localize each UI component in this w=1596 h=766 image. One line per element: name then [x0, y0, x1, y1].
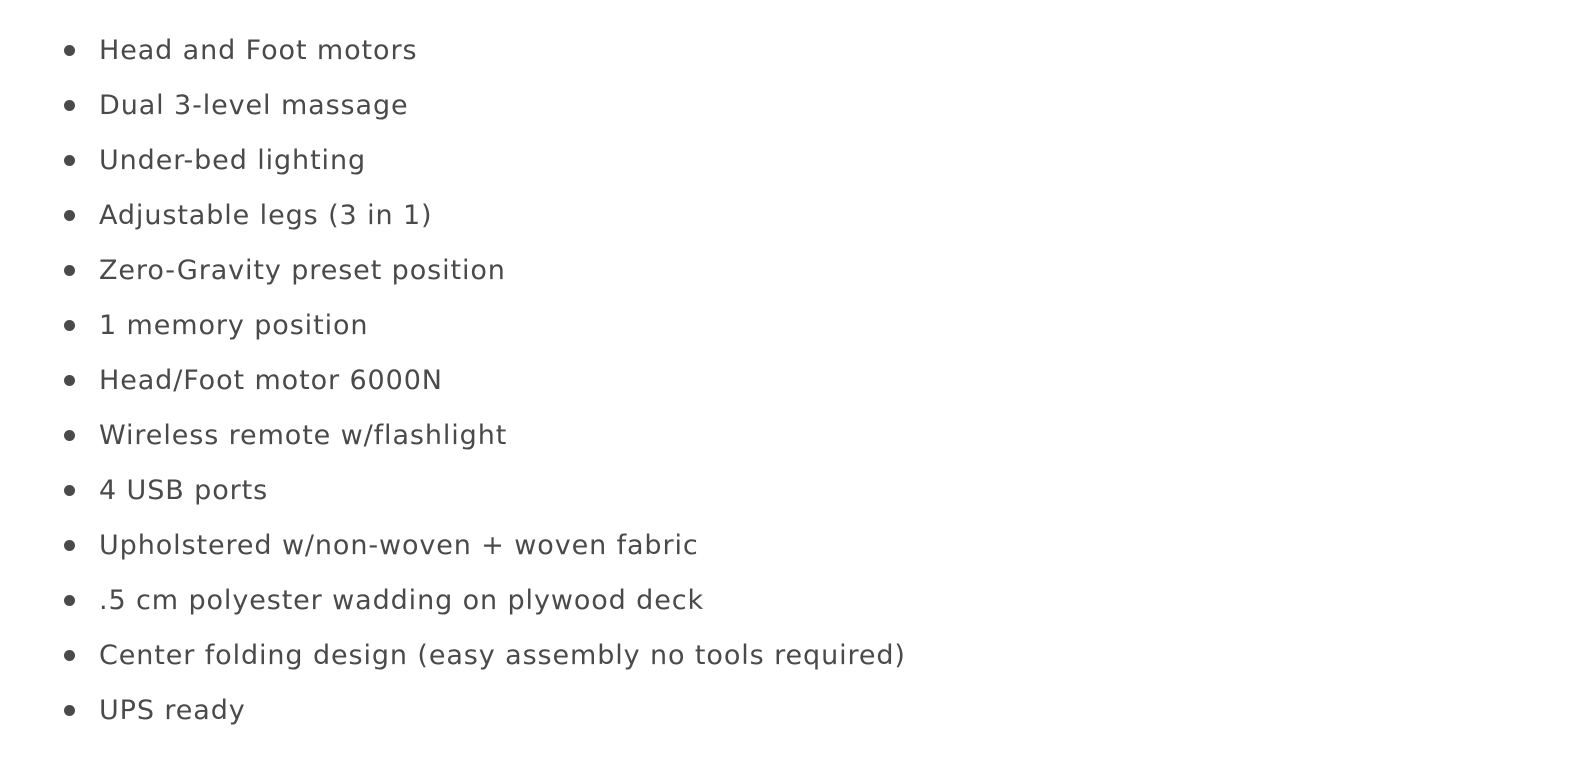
- list-item: Adjustable legs (3 in 1): [64, 188, 906, 243]
- list-item-text: 4 USB ports: [99, 475, 269, 506]
- list-item-text: Dual 3-level massage: [99, 90, 409, 121]
- bullet-icon: [64, 595, 75, 606]
- bullet-icon: [64, 705, 75, 716]
- list-item: Center folding design (easy assembly no …: [64, 628, 906, 683]
- list-item: .5 cm polyester wadding on plywood deck: [64, 573, 906, 628]
- list-item-text: Wireless remote w/flashlight: [99, 420, 508, 451]
- list-item: Under-bed lighting: [64, 133, 906, 188]
- list-item-text: Zero-Gravity preset position: [99, 255, 506, 286]
- list-item-text: Upholstered w/non-woven + woven fabric: [99, 530, 699, 561]
- list-item: Dual 3-level massage: [64, 78, 906, 133]
- bullet-icon: [64, 100, 75, 111]
- list-item: 1 memory position: [64, 298, 906, 353]
- list-item-text: Head/Foot motor 6000N: [99, 365, 443, 396]
- bullet-icon: [64, 650, 75, 661]
- list-item-text: Under-bed lighting: [99, 145, 367, 176]
- bullet-icon: [64, 540, 75, 551]
- bullet-icon: [64, 430, 75, 441]
- bullet-icon: [64, 265, 75, 276]
- bullet-icon: [64, 375, 75, 386]
- list-item: Wireless remote w/flashlight: [64, 408, 906, 463]
- list-item: 4 USB ports: [64, 463, 906, 518]
- bullet-icon: [64, 155, 75, 166]
- list-item: Zero-Gravity preset position: [64, 243, 906, 298]
- list-item-text: .5 cm polyester wadding on plywood deck: [99, 585, 705, 616]
- list-item-text: Adjustable legs (3 in 1): [99, 200, 433, 231]
- list-item: Head/Foot motor 6000N: [64, 353, 906, 408]
- bullet-icon: [64, 320, 75, 331]
- bullet-icon: [64, 485, 75, 496]
- bullet-icon: [64, 45, 75, 56]
- list-item-text: Head and Foot motors: [99, 35, 418, 66]
- list-item-text: 1 memory position: [99, 310, 369, 341]
- list-item-text: UPS ready: [99, 695, 246, 726]
- list-item-text: Center folding design (easy assembly no …: [99, 640, 906, 671]
- list-item: Upholstered w/non-woven + woven fabric: [64, 518, 906, 573]
- list-item: UPS ready: [64, 683, 906, 738]
- bullet-icon: [64, 210, 75, 221]
- list-item: Head and Foot motors: [64, 23, 906, 78]
